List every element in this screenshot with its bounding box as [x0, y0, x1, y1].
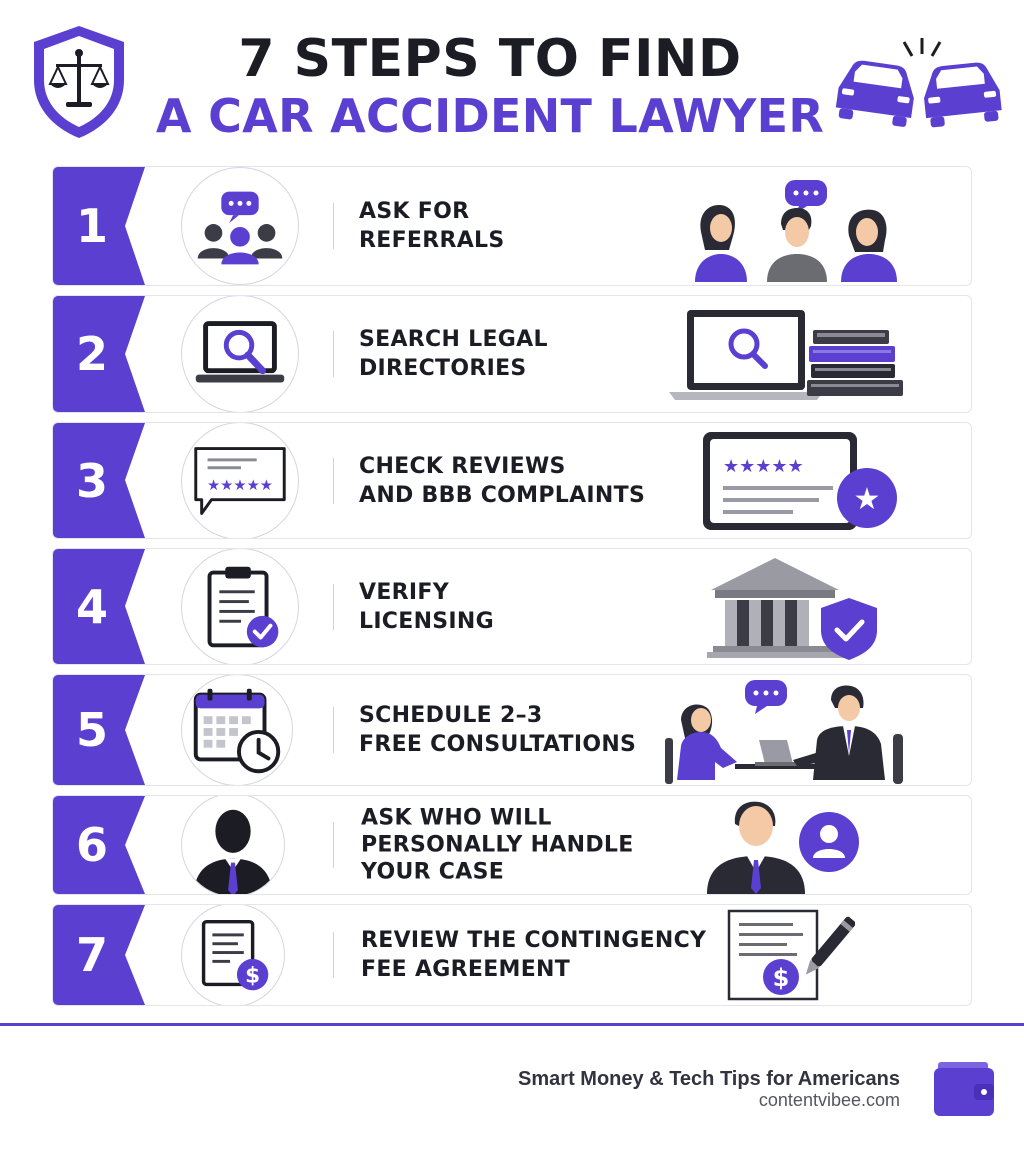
step-number: 5	[75, 703, 108, 757]
header: 7 STEPS TO FIND A CAR ACCIDENT LAWYER	[0, 0, 1024, 160]
step-label: SCHEDULE 2–3 FREE CONSULTATIONS	[359, 701, 636, 759]
consultation-meeting-illustration	[665, 680, 903, 784]
step-divider	[333, 822, 334, 868]
step-label-line: FEE AGREEMENT	[361, 957, 571, 982]
lawyer-silhouette-icon	[181, 796, 285, 894]
step-number: 1	[75, 199, 108, 253]
step-number: 4	[75, 579, 108, 634]
step-label-line: LICENSING	[359, 608, 494, 634]
step-number: 2	[75, 327, 108, 381]
step-divider	[333, 707, 334, 753]
step-7: 7 $ REVIEW THE CONTINGENCY FEE AGREEMENT	[52, 904, 972, 1006]
step-4: 4 VERIFY LICENSING	[52, 548, 972, 665]
step-divider	[333, 583, 334, 630]
step-label-line: ASK WHO WILL	[361, 805, 552, 831]
courthouse-shield-illustration	[707, 557, 877, 660]
step-label-line: VERIFY	[359, 579, 449, 605]
step-label: ASK WHO WILL PERSONALLY HANDLE YOUR CASE	[361, 805, 634, 886]
contract-signing-illustration: $	[727, 909, 855, 1001]
step-label-line: ASK FOR	[359, 199, 470, 224]
step-number-tab: 5	[53, 675, 145, 785]
step-number-tab: 2	[53, 296, 145, 412]
wallet-icon	[934, 1062, 994, 1116]
car-crash-icon	[835, 38, 1002, 128]
group-chat-icon	[181, 167, 299, 285]
step-label: CHECK REVIEWS AND BBB COMPLAINTS	[359, 452, 645, 510]
svg-text:★★★★★: ★★★★★	[207, 476, 273, 493]
svg-text:$: $	[773, 964, 790, 992]
step-label-line: PERSONALLY HANDLE	[361, 832, 634, 858]
step-divider	[333, 932, 334, 978]
step-label-line: REFERRALS	[359, 228, 505, 253]
step-number: 3	[75, 453, 108, 508]
svg-text:★★★★★: ★★★★★	[723, 456, 804, 477]
step-5: 5 SCHEDULE 2–3 FREE CONSULTATIONS	[52, 674, 972, 786]
step-label-line: FREE CONSULTATIONS	[359, 732, 637, 757]
rating-bubble-icon: ★★★★★	[181, 423, 299, 538]
step-label-line: SCHEDULE 2–3	[359, 703, 543, 728]
footer-tagline: Smart Money & Tech Tips for Americans	[518, 1068, 900, 1090]
step-label-line: REVIEW THE CONTINGENCY	[361, 928, 707, 953]
step-divider	[333, 457, 334, 504]
step-number-tab: 4	[53, 549, 145, 664]
step-label-line: SEARCH LEGAL	[359, 327, 548, 352]
title-line-2: A CAR ACCIDENT LAWYER	[155, 89, 825, 143]
step-label: REVIEW THE CONTINGENCY FEE AGREEMENT	[361, 926, 706, 984]
laptop-books-illustration	[669, 310, 903, 400]
step-label: ASK FOR REFERRALS	[359, 197, 505, 255]
clipboard-check-icon	[181, 549, 299, 664]
people-talking-illustration	[695, 180, 897, 282]
step-number: 7	[75, 928, 108, 982]
footer-site-link[interactable]: contentvibee.com	[758, 1090, 900, 1110]
fee-document-icon: $	[181, 905, 285, 1005]
step-3: 3 ★★★★★ CHECK REVIEWS AND BBB COMPLAINTS…	[52, 422, 972, 539]
step-6: 6 ASK WHO WILL PERSONALLY HANDLE YOUR CA…	[52, 795, 972, 895]
title-line-1: 7 STEPS TO FIND	[238, 29, 742, 89]
step-number: 6	[75, 818, 108, 872]
step-divider	[333, 203, 334, 249]
justice-shield-icon	[34, 26, 124, 138]
step-2: 2 SEARCH LEGAL DIRECTORIES	[52, 295, 972, 413]
review-tablet-illustration: ★★★★★ ★	[703, 431, 897, 530]
step-number-tab: 6	[53, 796, 145, 894]
step-number-tab: 7	[53, 905, 145, 1005]
step-number-tab: 3	[53, 423, 145, 538]
lawyer-profile-illustration	[707, 801, 859, 894]
footer-divider	[0, 1023, 1024, 1026]
laptop-search-icon	[181, 296, 299, 412]
step-label-line: AND BBB COMPLAINTS	[359, 482, 646, 508]
calendar-clock-icon	[181, 675, 293, 785]
step-label-line: CHECK REVIEWS	[359, 453, 566, 479]
step-divider	[333, 331, 334, 377]
step-number-tab: 1	[53, 167, 145, 285]
step-label-line: YOUR CASE	[361, 859, 505, 885]
svg-text:$: $	[245, 963, 260, 988]
step-label-line: DIRECTORIES	[359, 356, 527, 381]
step-label: VERIFY LICENSING	[359, 578, 494, 636]
svg-text:★: ★	[854, 482, 881, 517]
page-title: 7 STEPS TO FIND A CAR ACCIDENT LAWYER	[150, 30, 830, 144]
step-1: 1 ASK FOR REFERRALS	[52, 166, 972, 286]
step-label: SEARCH LEGAL DIRECTORIES	[359, 325, 548, 383]
